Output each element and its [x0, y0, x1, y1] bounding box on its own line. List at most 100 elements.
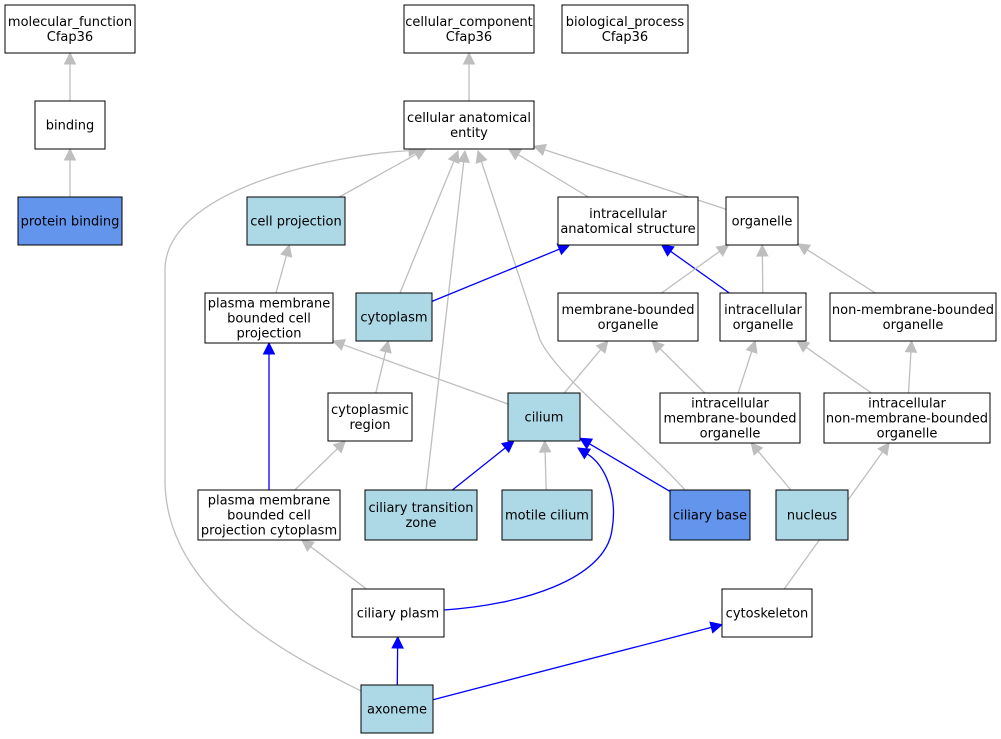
node-box [823, 392, 991, 444]
node-label-line: ciliary base [673, 509, 747, 524]
node-box [360, 684, 434, 734]
node-label-line: projection [237, 327, 302, 342]
node-label-line: cytoplasmic [331, 403, 409, 418]
node-label-line: bounded cell [227, 509, 311, 524]
node-label-line: non-membrane-bounded [832, 303, 994, 318]
node-box [659, 392, 801, 444]
node-protein-binding[interactable]: protein binding [17, 196, 123, 246]
edge-plasma_membrane_bounded_cell_projection_cytoplasm-to-plasma_membrane_bounded_cell_projection [262, 341, 276, 490]
edge-cytoplasm-to-cellular_anatomical_entity [399, 149, 460, 294]
node-box [4, 4, 136, 54]
node-label-line: organelle [700, 427, 761, 442]
node-box [364, 489, 478, 541]
edge-cellular_anatomical_entity-to-cellular_component [462, 51, 476, 101]
node-label-line: organelle [733, 318, 794, 333]
edge-intracellular_membrane_bounded_organelle-to-intracellular_organelle [737, 339, 758, 394]
node-axoneme[interactable]: axoneme [360, 684, 434, 734]
edge-plasma_membrane_bounded_cell_projection-to-cell_projection [275, 243, 293, 294]
node-box [507, 392, 581, 442]
node-box [775, 489, 849, 541]
node-box [669, 489, 751, 541]
node-label-line: Cfap36 [602, 30, 648, 45]
edge-nucleus-to-intracellular_membrane_bounded_organelle [750, 442, 792, 491]
node-label-line: intracellular [691, 397, 769, 412]
node-cell-projection[interactable]: cell projection [246, 196, 346, 246]
edge-axoneme-to-cytoskeleton [432, 621, 724, 701]
node-label-line: cytoplasm [360, 311, 427, 326]
node-box [721, 588, 813, 638]
node-label-line: intracellular [724, 303, 802, 318]
node-label-line: organelle [732, 215, 793, 230]
node-label-line: cell projection [250, 215, 341, 230]
node-motile-cilium[interactable]: motile cilium [501, 489, 593, 541]
node-box [829, 292, 997, 342]
node-label-line: protein binding [21, 215, 120, 230]
edge-intracellular_non_membrane_bounded_organelle-to-intracellular_organelle [796, 340, 872, 394]
edge-ciliary_plasm-to-plasma_membrane_bounded_cell_projection_cytoplasm [301, 539, 367, 590]
node-label-line: cytoskeleton [726, 607, 809, 622]
edge-intracellular_non_membrane_bounded_organelle-to-non_membrane_bounded_organelle [904, 339, 918, 394]
node-label-line: organelle [877, 427, 938, 442]
node-label-line: Cfap36 [446, 30, 492, 45]
edge-ciliary_transition_zone-to-cilium [451, 440, 515, 491]
node-label-line: organelle [883, 318, 944, 333]
edge-intracellular_membrane_bounded_organelle-to-membrane_bounded_organelle [651, 340, 706, 394]
edge-layer [63, 51, 918, 701]
edge-cilium-to-membrane_bounded_organelle [563, 340, 609, 394]
node-label-line: molecular_function [8, 15, 132, 30]
node-label-line: binding [46, 119, 94, 134]
node-cytoplasm[interactable]: cytoplasm [355, 292, 433, 342]
node-label-line: membrane-bounded [663, 412, 796, 427]
node-ciliary-base[interactable]: ciliary base [669, 489, 751, 541]
node-label-line: plasma membrane [208, 297, 331, 312]
node-box [501, 489, 593, 541]
node-box [557, 292, 699, 342]
node-label-line: cellular anatomical [407, 111, 531, 126]
edge-ciliary_plasm-to-cilium [443, 447, 615, 611]
edge-plasma_membrane_bounded_cell_projection_cytoplasm-to-cytoplasmic_region [294, 440, 347, 491]
edge-intracellular_organelle-to-organelle [756, 243, 769, 294]
node-label-line: bounded cell [227, 312, 311, 327]
node-box [561, 4, 689, 54]
node-label-line: Cfap36 [47, 30, 93, 45]
node-box [403, 100, 535, 150]
edge-intracellular_organelle-to-intracellular_anatomical_structure [660, 244, 730, 294]
node-label-line: axoneme [367, 703, 427, 718]
edge-binding-to-molecular_function [63, 51, 77, 101]
node-organelle[interactable]: organelle [725, 196, 799, 246]
node-cytoskeleton[interactable]: cytoskeleton [721, 588, 813, 638]
edge-non_membrane_bounded_organelle-to-organelle [797, 243, 876, 294]
node-label-line: motile cilium [505, 509, 589, 524]
edge-membrane_bounded_organelle-to-organelle [661, 244, 730, 294]
node-box [246, 196, 346, 246]
node-label-line: region [349, 418, 390, 433]
node-ciliary-plasm[interactable]: ciliary plasm [351, 588, 445, 638]
node-intracellular-non-membrane-bounded-organelle[interactable]: intracellularnon-membrane-boundedorganel… [823, 392, 991, 444]
node-label-line: cellular_component [405, 15, 533, 30]
node-box [17, 196, 123, 246]
node-label-line: intracellular [589, 207, 667, 222]
node-label-line: membrane-bounded [561, 303, 694, 318]
node-binding[interactable]: binding [34, 100, 106, 150]
node-nucleus[interactable]: nucleus [775, 489, 849, 541]
node-box [355, 292, 433, 342]
edge-ciliary_transition_zone-to-cellular_anatomical_entity [425, 149, 470, 491]
node-label-line: ciliary plasm [357, 607, 439, 622]
node-box [719, 292, 807, 342]
node-cilium[interactable]: cilium [507, 392, 581, 442]
node-label-line: anatomical structure [560, 222, 695, 237]
